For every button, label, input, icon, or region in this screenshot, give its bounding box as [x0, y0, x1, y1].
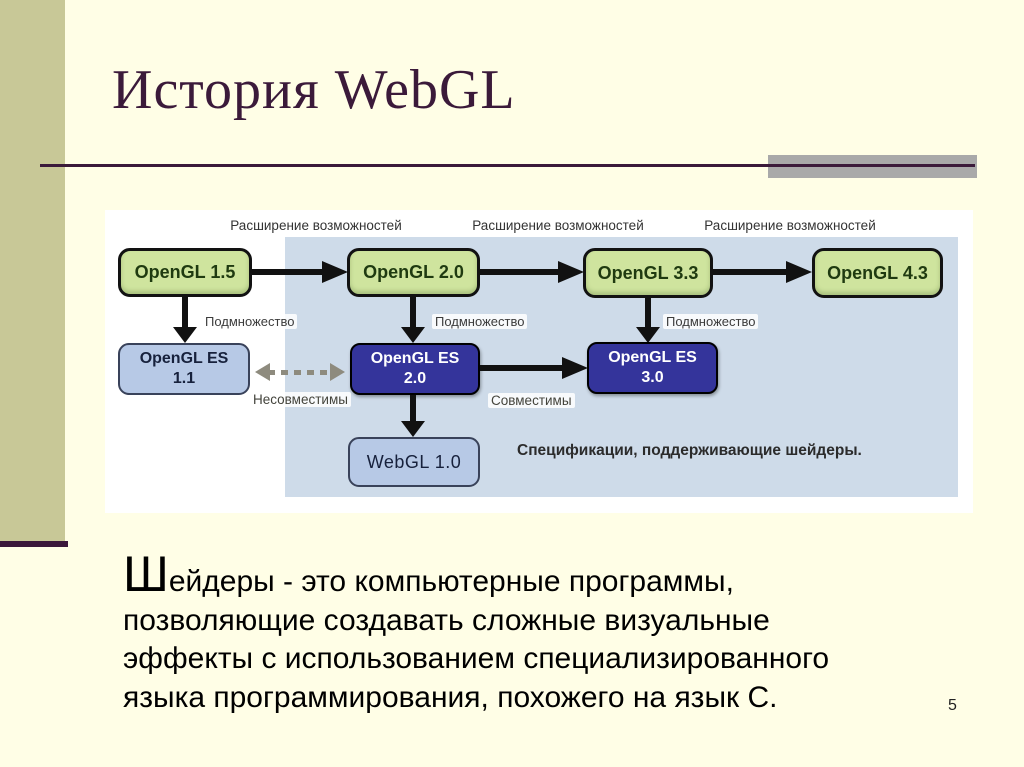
body-text-line-2: позволяющие создавать сложные визуальные — [123, 603, 770, 637]
body-text-line-1: Шейдеры - это компьютерные программы, — [123, 549, 963, 602]
incompatible-label: Несовместимы — [250, 392, 351, 407]
box-opengl-3-3: OpenGL 3.3 — [583, 248, 713, 298]
subset-label-3: Подмножество — [663, 314, 759, 329]
compatible-label: Совместимы — [488, 393, 575, 408]
dashed-incompatible-arrow — [255, 363, 345, 381]
body-text-line-1-rest: ейдеры - это компьютерные программы, — [168, 565, 734, 598]
left-accent-bar-underline — [0, 541, 68, 547]
arrow-es20-down-shaft — [410, 395, 416, 422]
subset-label-2: Подмножество — [432, 314, 528, 329]
arrow-15-to-20-head — [322, 261, 348, 283]
dashed-arrow-shaft — [268, 370, 332, 375]
body-text: Шейдеры - это компьютерные программы, по… — [123, 549, 963, 717]
expansion-label-3: Расширение возможностей — [704, 218, 876, 233]
title-underline — [40, 164, 975, 167]
box-opengl-es-2-0-line2: 2.0 — [403, 370, 427, 387]
arrow-es20-to-es30-head — [562, 357, 588, 379]
box-opengl-es-1-1-line1: OpenGL ES — [139, 350, 229, 367]
arrow-20-to-33-shaft — [480, 269, 560, 275]
arrow-15-to-20-shaft — [252, 269, 324, 275]
arrow-es20-down-head — [401, 421, 425, 437]
box-opengl-es-1-1-line2: 1.1 — [172, 370, 196, 387]
arrow-33-down-head — [636, 327, 660, 343]
box-opengl-4-3: OpenGL 4.3 — [812, 248, 943, 298]
box-opengl-es-3-0-line1: OpenGL ES — [608, 349, 697, 366]
box-opengl-es-3-0-line2: 3.0 — [641, 369, 664, 386]
page-number: 5 — [948, 697, 957, 714]
drop-cap: Ш — [123, 546, 169, 602]
arrow-33-to-43-shaft — [713, 269, 788, 275]
box-opengl-2-0: OpenGL 2.0 — [347, 248, 480, 297]
subset-label-1: Подмножество — [202, 314, 298, 329]
box-opengl-1-5: OpenGL 1.5 — [118, 248, 252, 297]
arrow-es20-to-es30-shaft — [480, 365, 564, 371]
page-title: История WebGL — [112, 59, 516, 121]
box-opengl-es-2-0-line1: OpenGL ES — [370, 350, 460, 367]
arrow-20-down-head — [401, 327, 425, 343]
diagram-caption: Спецификации, поддерживающие шейдеры. — [517, 442, 862, 459]
expansion-label-1: Расширение возможностей — [230, 218, 402, 233]
dashed-arrow-right-head — [330, 363, 345, 381]
opengl-history-diagram: Расширение возможностей Расширение возмо… — [105, 210, 973, 513]
left-accent-bar — [0, 0, 65, 541]
box-opengl-es-1-1: OpenGL ES 1.1 — [118, 343, 250, 395]
arrow-20-to-33-head — [558, 261, 584, 283]
box-webgl-1-0: WebGL 1.0 — [348, 437, 480, 487]
arrow-33-down-shaft — [645, 297, 651, 328]
body-text-line-4: языка программирования, похожего на язык… — [123, 680, 778, 714]
body-text-line-3: эффекты с использованием специализирован… — [123, 642, 830, 675]
box-opengl-es-3-0: OpenGL ES 3.0 — [587, 342, 718, 394]
expansion-label-2: Расширение возможностей — [472, 218, 644, 233]
dashed-arrow-left-head — [255, 363, 270, 381]
arrow-15-down-head — [173, 327, 197, 343]
arrow-33-to-43-head — [786, 261, 812, 283]
arrow-15-down-shaft — [182, 297, 188, 328]
arrow-20-down-shaft — [410, 297, 416, 328]
box-opengl-es-2-0: OpenGL ES 2.0 — [350, 343, 480, 395]
